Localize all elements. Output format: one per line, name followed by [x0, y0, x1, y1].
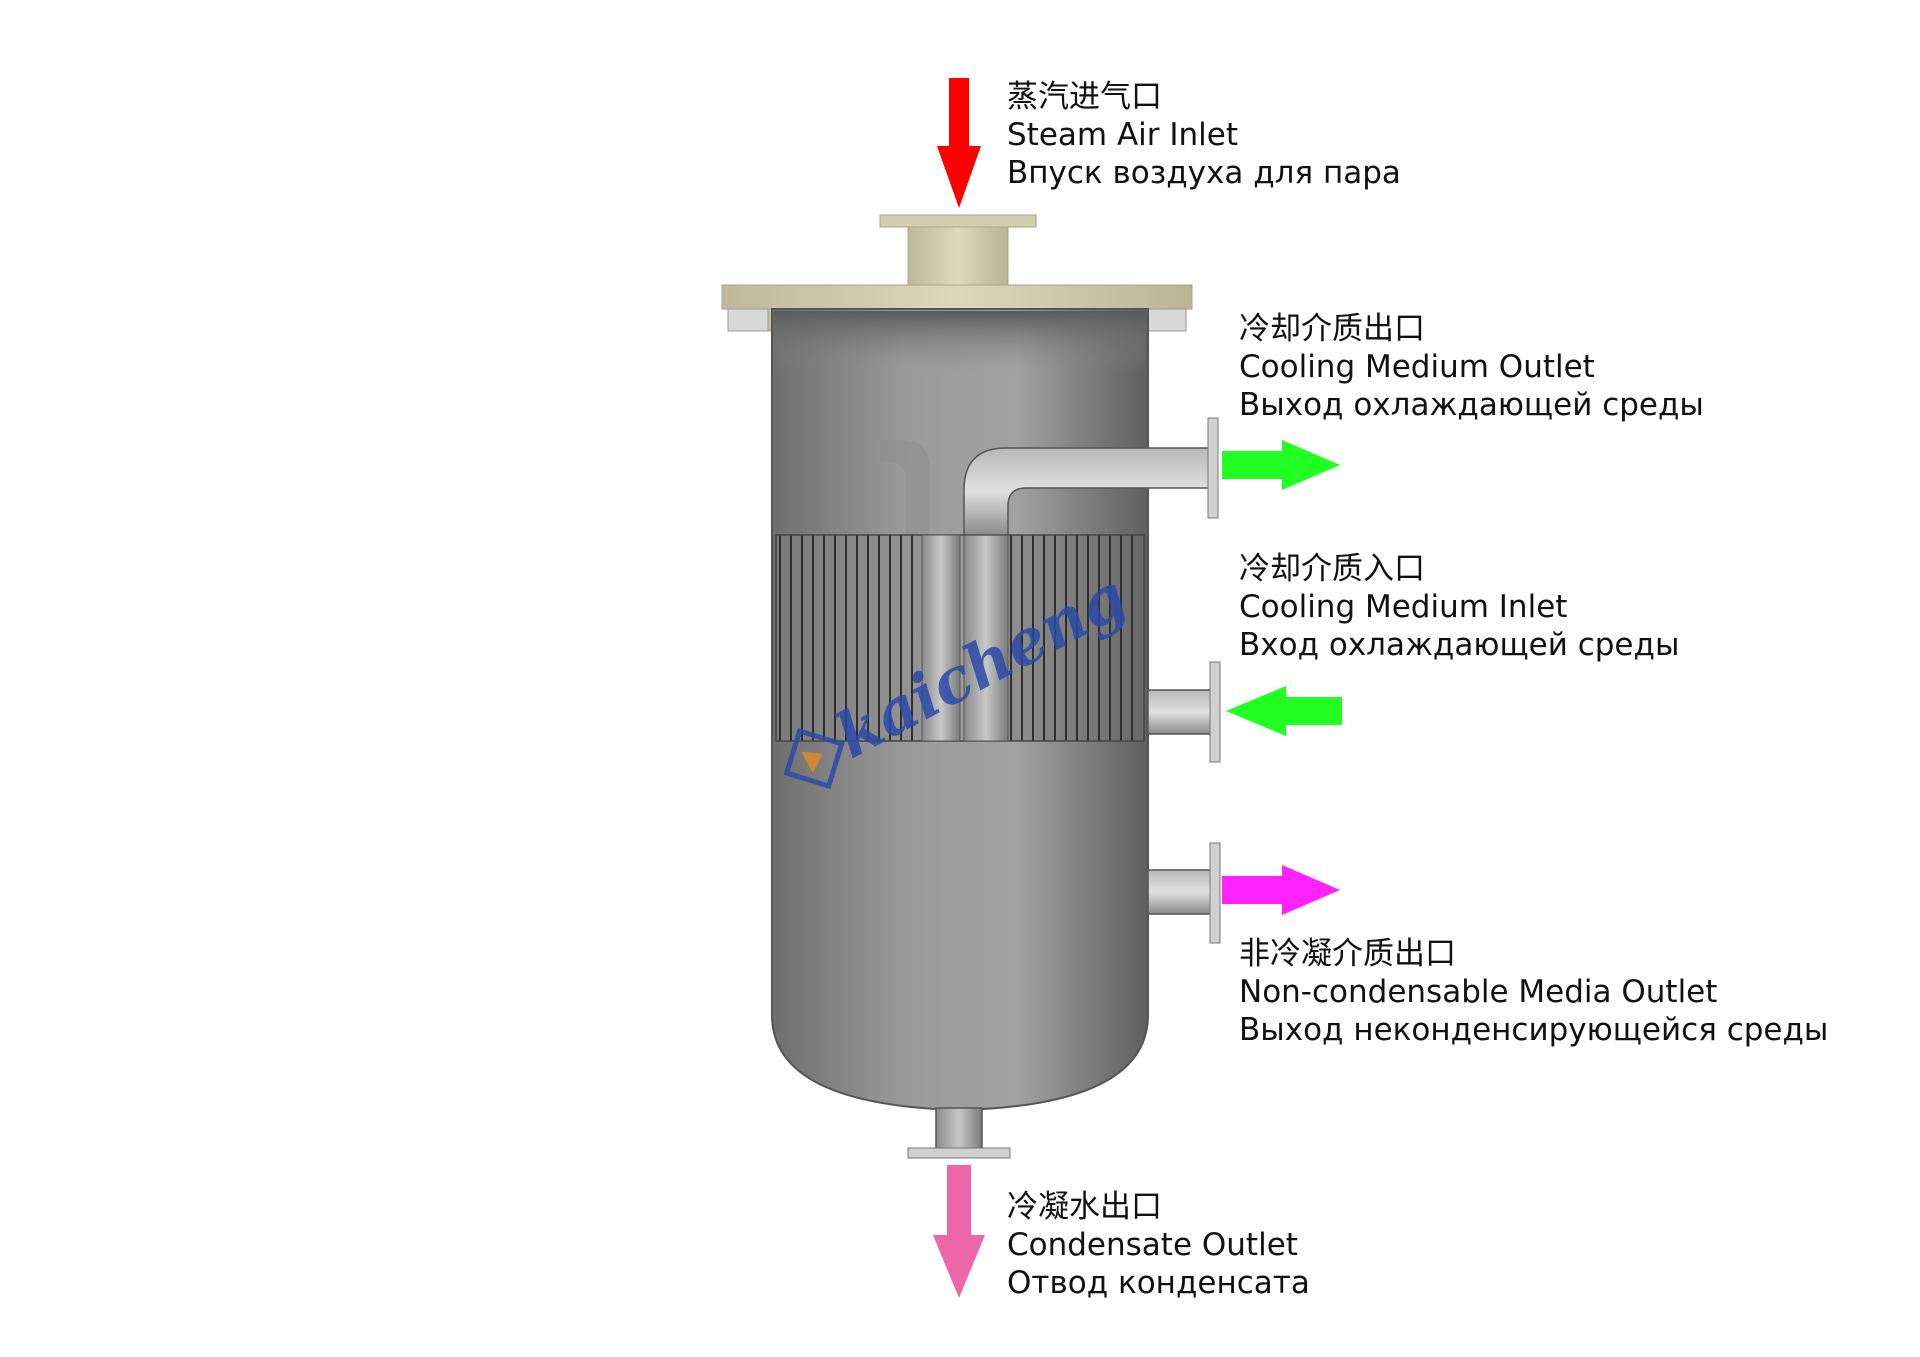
label-cooling-inlet-ru: Вход охлаждающей среды	[1239, 627, 1680, 663]
central-tube-left	[921, 534, 961, 742]
cooling-outlet-arrow-icon	[1222, 440, 1340, 490]
label-cooling-outlet-en: Cooling Medium Outlet	[1239, 349, 1595, 385]
internal-coil-shadow	[870, 440, 930, 535]
label-steam-inlet-zh: 蒸汽进气口	[1007, 79, 1162, 115]
label-noncondensable-outlet: 非冷凝介质出口 Non-condensable Media Outlet Вых…	[1239, 935, 1828, 1049]
label-steam-inlet: 蒸汽进气口 Steam Air Inlet Впуск воздуха для …	[1007, 78, 1401, 192]
condensate-outlet-arrow-icon	[933, 1165, 985, 1298]
cooling-inlet-nozzle	[1147, 689, 1213, 735]
cooling-outlet-flange	[1207, 417, 1219, 519]
condensate-flange	[907, 1147, 1011, 1159]
label-condensate-outlet: 冷凝水出口 Condensate Outlet Отвод конденсата	[1007, 1188, 1310, 1302]
cooling-inlet-flange	[1209, 661, 1221, 763]
label-condensate-outlet-zh: 冷凝水出口	[1007, 1189, 1162, 1225]
cooling-inlet-arrow-icon	[1226, 686, 1342, 736]
condensate-nozzle	[935, 1107, 983, 1151]
inlet-nozzle	[907, 226, 1009, 288]
watermark-logo-accent-icon	[801, 751, 823, 773]
label-cooling-outlet-zh: 冷却介质出口	[1239, 311, 1425, 347]
label-noncondensable-outlet-zh: 非冷凝介质出口	[1239, 936, 1456, 972]
steam-inlet-arrow-icon	[937, 78, 981, 208]
central-tube-right	[963, 534, 1009, 742]
label-condensate-outlet-ru: Отвод конденсата	[1007, 1265, 1310, 1301]
noncondensable-outlet-arrow-icon	[1222, 865, 1340, 915]
flange-bolt-left	[727, 308, 769, 332]
label-cooling-inlet-en: Cooling Medium Inlet	[1239, 589, 1568, 625]
label-cooling-outlet-ru: Выход охлаждающей среды	[1239, 387, 1704, 423]
inlet-nozzle-flange	[879, 214, 1037, 228]
label-cooling-inlet-zh: 冷却介质入口	[1239, 551, 1425, 587]
label-steam-inlet-en: Steam Air Inlet	[1007, 117, 1239, 153]
label-cooling-outlet: 冷却介质出口 Cooling Medium Outlet Выход охлаж…	[1239, 310, 1704, 424]
watermark-logo-icon	[783, 727, 845, 790]
label-condensate-outlet-en: Condensate Outlet	[1007, 1227, 1298, 1263]
noncondensable-outlet-flange	[1209, 842, 1221, 944]
label-cooling-inlet: 冷却介质入口 Cooling Medium Inlet Вход охлажда…	[1239, 550, 1679, 664]
label-noncondensable-outlet-en: Non-condensable Media Outlet	[1239, 974, 1718, 1010]
vessel-shell-top-shade	[774, 311, 1146, 371]
top-flange	[721, 284, 1193, 310]
noncondensable-outlet-nozzle	[1147, 869, 1213, 915]
label-noncondensable-outlet-ru: Выход неконденсирующейся среды	[1239, 1012, 1829, 1048]
label-steam-inlet-ru: Впуск воздуха для пара	[1007, 155, 1401, 191]
flange-bolt-right	[1145, 308, 1187, 332]
